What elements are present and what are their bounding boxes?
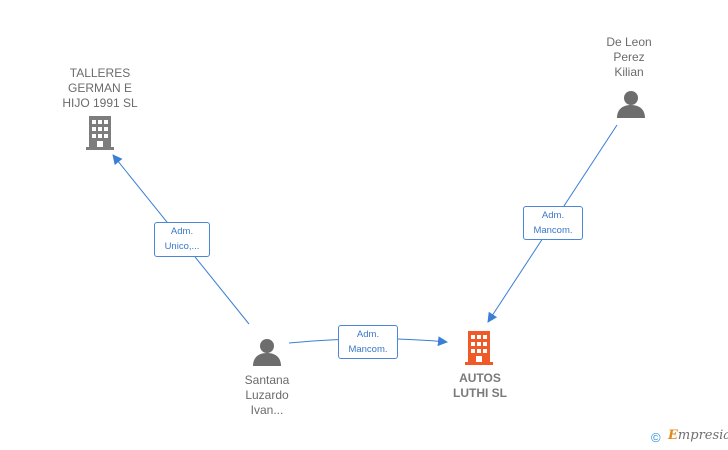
brand-initial: E [668,428,678,443]
person-icon[interactable] [253,339,281,366]
edge-label-santana-talleres[interactable]: Adm. Unico,... [154,222,210,257]
main-building-icon[interactable] [465,331,493,365]
edge-label-santana-autos[interactable]: Adm. Mancom. [338,325,398,359]
copyright-symbol: © [651,430,661,445]
building-icon[interactable] [86,116,114,150]
edge-label-deleon-autos[interactable]: Adm. Mancom. [523,206,583,240]
brand-rest: mpresia [677,428,728,443]
empresia-logo[interactable]: Empresia [668,428,728,443]
node-label-deleon[interactable]: De Leon Perez Kilian [606,35,652,79]
person-icon[interactable] [617,91,645,118]
node-label-talleres[interactable]: TALLERES GERMAN E HIJO 1991 SL [62,66,138,110]
node-label-autos[interactable]: AUTOS LUTHI SL [453,371,507,400]
node-label-santana[interactable]: Santana Luzardo Ivan... [244,373,290,417]
